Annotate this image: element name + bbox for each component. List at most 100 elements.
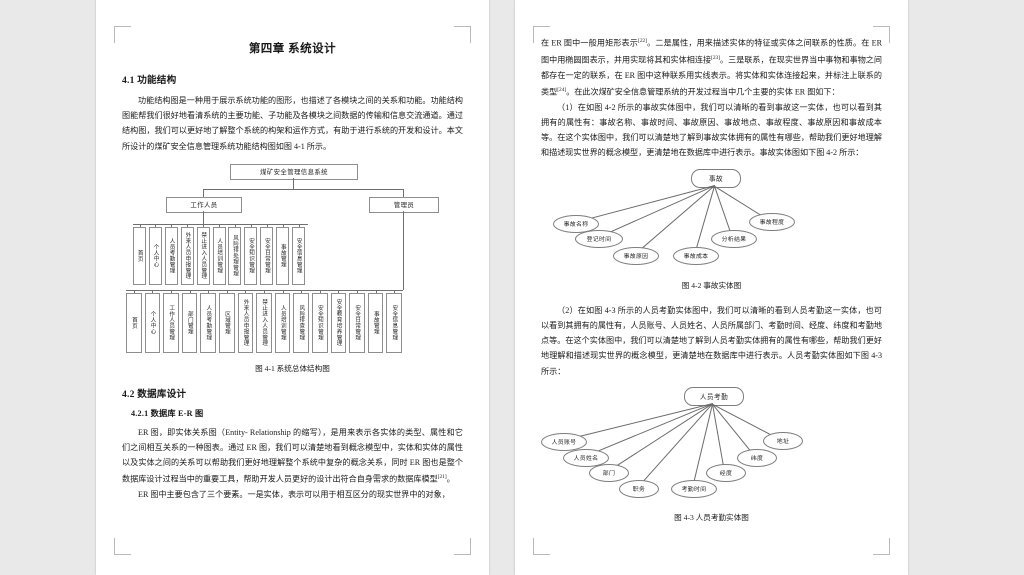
er-attribute: 事故成本 xyxy=(673,246,719,265)
org-module-box: 安全信息管理 xyxy=(292,226,305,285)
figure-4-2: 事故 事故名称登记时间事故原因事故成本分析结果事故程度 xyxy=(541,167,882,275)
citation-ref: [24] xyxy=(557,86,567,93)
paragraph-421-a: ER 图，即实体关系图（Entity- Relationship 的缩写），是用… xyxy=(122,425,463,488)
connector xyxy=(298,223,300,227)
org-node-admin: 管理员 xyxy=(369,196,439,213)
er-attribute: 地址 xyxy=(763,431,803,450)
org-module-box: 个人中心 xyxy=(144,292,161,353)
connector xyxy=(301,289,303,293)
connector xyxy=(171,223,173,227)
left-gutter xyxy=(0,0,96,575)
connector xyxy=(319,289,321,293)
connector xyxy=(139,223,141,227)
er-attribute: 经度 xyxy=(706,463,746,482)
er-connector xyxy=(694,185,715,255)
er-attribute: 分析结果 xyxy=(711,229,757,248)
section-heading-41: 4.1 功能结构 xyxy=(122,75,177,86)
er-entity-accident: 事故 xyxy=(691,168,741,188)
er-attribute: 部门 xyxy=(589,463,629,482)
right-gutter xyxy=(908,0,1024,575)
connector xyxy=(203,210,204,224)
org-module-box: 个人中心 xyxy=(148,226,162,285)
connector xyxy=(263,289,265,293)
crop-mark-bottom-right xyxy=(454,538,471,555)
figure-4-1: 煤矿安全管理信息系统 工作人员 管理员 首页个人中心人员考勤管理外来人员申报管理… xyxy=(122,162,463,358)
org-module-box: 风险排处理管理 xyxy=(228,226,242,285)
er-connector xyxy=(712,403,725,472)
connector xyxy=(189,289,191,293)
er-attribute: 事故原因 xyxy=(613,246,659,265)
paragraph-top-2: 。二是属性，用来描述实体的特征或实体之间联系的性质。在 ER 图中用椭圆图表示，… xyxy=(541,38,883,65)
org-module-box: 外来人员申报管理 xyxy=(180,226,194,285)
figure-4-1-caption: 图 4-1 系统总体结构图 xyxy=(255,363,330,373)
org-module-box: 首页 xyxy=(126,292,142,353)
crop-mark-bottom-left xyxy=(114,538,131,555)
paragraph-421-a-end: 。 xyxy=(446,475,455,485)
connector xyxy=(234,223,236,227)
paragraph-421-a-text: ER 图，即实体关系图（Entity- Relationship 的缩写），是用… xyxy=(122,427,463,485)
connector xyxy=(282,289,284,293)
connector xyxy=(293,177,294,189)
figure-4-3-caption: 图 4-3 人员考勤实体图 xyxy=(674,512,749,522)
figure-4-2-caption: 图 4-2 事故实体图 xyxy=(681,280,742,290)
org-module-box: 禁止进入人员管理 xyxy=(196,226,210,285)
connector xyxy=(403,210,404,290)
connector xyxy=(266,223,268,227)
connector xyxy=(155,223,157,227)
paragraph-1: （1）在如图 4-2 所示的事故实体图中，我们可以清晰的看到事故这一实体，也可以… xyxy=(541,102,882,158)
org-node-worker: 工作人员 xyxy=(166,196,242,213)
org-module-box: 区域管理 xyxy=(219,292,235,353)
org-module-box: 安全信息管理 xyxy=(386,292,402,353)
section-heading-42: 4.2 数据库设计 xyxy=(122,388,187,400)
org-module-box: 事故管理 xyxy=(367,292,384,353)
connector xyxy=(203,188,204,197)
connector xyxy=(133,289,135,293)
er-attribute: 人员账号 xyxy=(541,432,587,451)
connector xyxy=(338,289,340,293)
left-page-content: 第四章 系统设计 4.1 功能结构 功能结构图是一种用于展示系统功能的图形，也描… xyxy=(122,34,463,503)
right-page-content: 在 ER 图中一般用矩形表示[22]。二是属性，用来描述实体的特征或实体之间联系… xyxy=(541,34,882,535)
crop-mark-top-left xyxy=(114,26,131,43)
crop-mark-bottom-left xyxy=(533,538,550,555)
paragraph-421-b: ER 图中主要包含了三个要素。一是实体，表示可以用于相互区分的现实世界中的对象， xyxy=(138,490,450,500)
connector xyxy=(219,223,220,227)
er-attribute: 登记时间 xyxy=(575,229,623,248)
org-module-box: 事故管理 xyxy=(276,226,290,285)
org-module-box: 人员考勤管理 xyxy=(200,292,216,353)
page-gutter xyxy=(489,0,515,575)
connector xyxy=(170,289,172,293)
connector xyxy=(203,188,403,190)
connector xyxy=(226,289,228,293)
connector xyxy=(356,289,358,293)
connector xyxy=(187,223,189,227)
er-attribute: 职务 xyxy=(619,479,659,498)
connector xyxy=(152,289,154,293)
connector xyxy=(203,223,205,227)
citation-ref: [22] xyxy=(638,38,648,44)
org-module-box: 风险排查管理 xyxy=(293,292,309,353)
er-attribute: 人员姓名 xyxy=(563,448,609,467)
crop-mark-bottom-right xyxy=(873,538,890,555)
connector xyxy=(208,289,210,293)
document-page-right: 在 ER 图中一般用矩形表示[22]。二是属性，用来描述实体的特征或实体之间联系… xyxy=(515,0,908,575)
connector xyxy=(133,223,308,225)
connector xyxy=(250,223,252,227)
org-module-box: 人员培训管理 xyxy=(212,226,226,285)
org-node-root: 煤矿安全管理信息系统 xyxy=(230,163,358,180)
citation-ref: [21] xyxy=(437,474,447,481)
org-module-box: 安全日常管理 xyxy=(349,292,365,353)
org-module-box: 禁止进入人员管理 xyxy=(256,292,272,353)
er-attribute: 事故名称 xyxy=(553,214,599,233)
er-entity-attendance: 人员考勤 xyxy=(684,386,744,406)
connector xyxy=(394,289,396,293)
er-attribute: 纬度 xyxy=(737,448,777,467)
org-module-box: 安全知识管理 xyxy=(244,226,258,285)
connector xyxy=(375,289,377,293)
crop-mark-top-right xyxy=(873,26,890,43)
org-module-box: 安全教育培养管理 xyxy=(330,292,347,353)
connector xyxy=(245,289,247,293)
subsection-heading-421: 4.2.1 数据库 E-R 图 xyxy=(131,408,204,418)
org-module-box: 工作人员管理 xyxy=(163,292,179,353)
figure-4-3: 人员考勤 人员账号人员姓名部门职务考勤时间经度纬度地址 xyxy=(541,385,882,507)
